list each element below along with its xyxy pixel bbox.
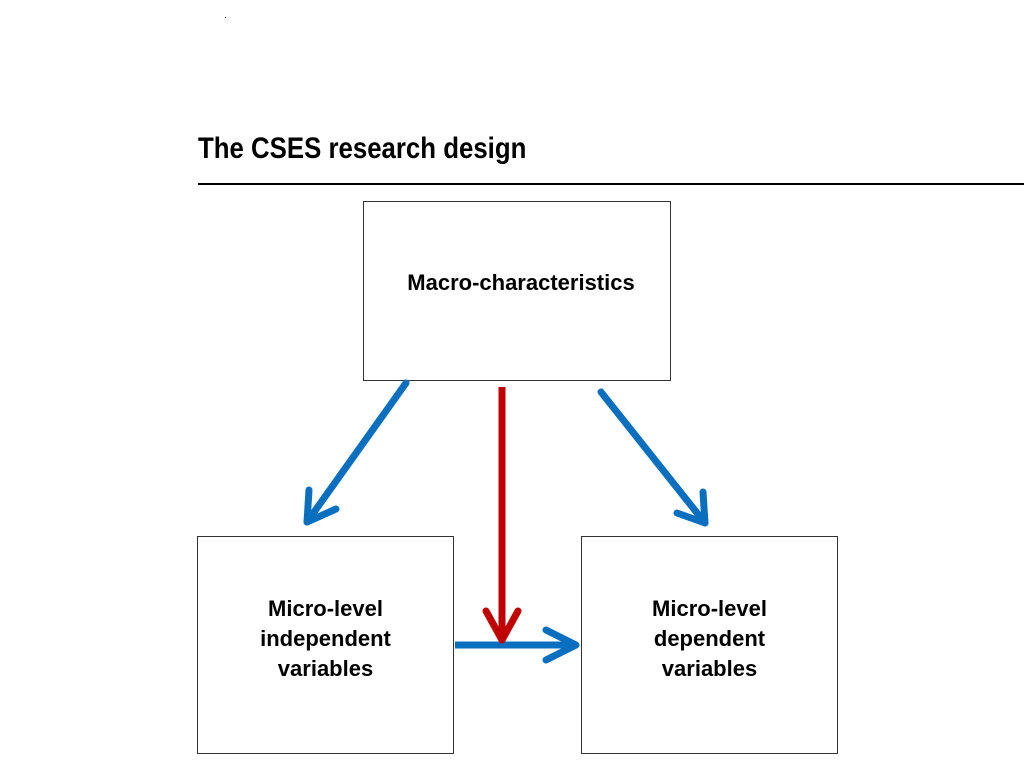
arrow-macro-to-independent (303, 379, 410, 526)
micro-dependent-variables-box: Micro-level dependent variables (581, 536, 838, 754)
title-divider (198, 183, 1024, 185)
arrow-macro-to-dependent (597, 388, 709, 527)
micro-independent-variables-box: Micro-level independent variables (197, 536, 454, 754)
arrow-macro-to-link (482, 387, 522, 644)
micro-independent-variables-label: Micro-level independent variables (260, 596, 391, 681)
arrow-independent-to-dependent (455, 626, 580, 664)
page-title: The CSES research design (198, 132, 527, 165)
macro-characteristics-label: Macro-characteristics (407, 270, 635, 295)
slide-mark: . (224, 10, 227, 21)
macro-characteristics-box: Macro-characteristics (363, 201, 671, 381)
micro-dependent-variables-label: Micro-level dependent variables (652, 596, 767, 681)
